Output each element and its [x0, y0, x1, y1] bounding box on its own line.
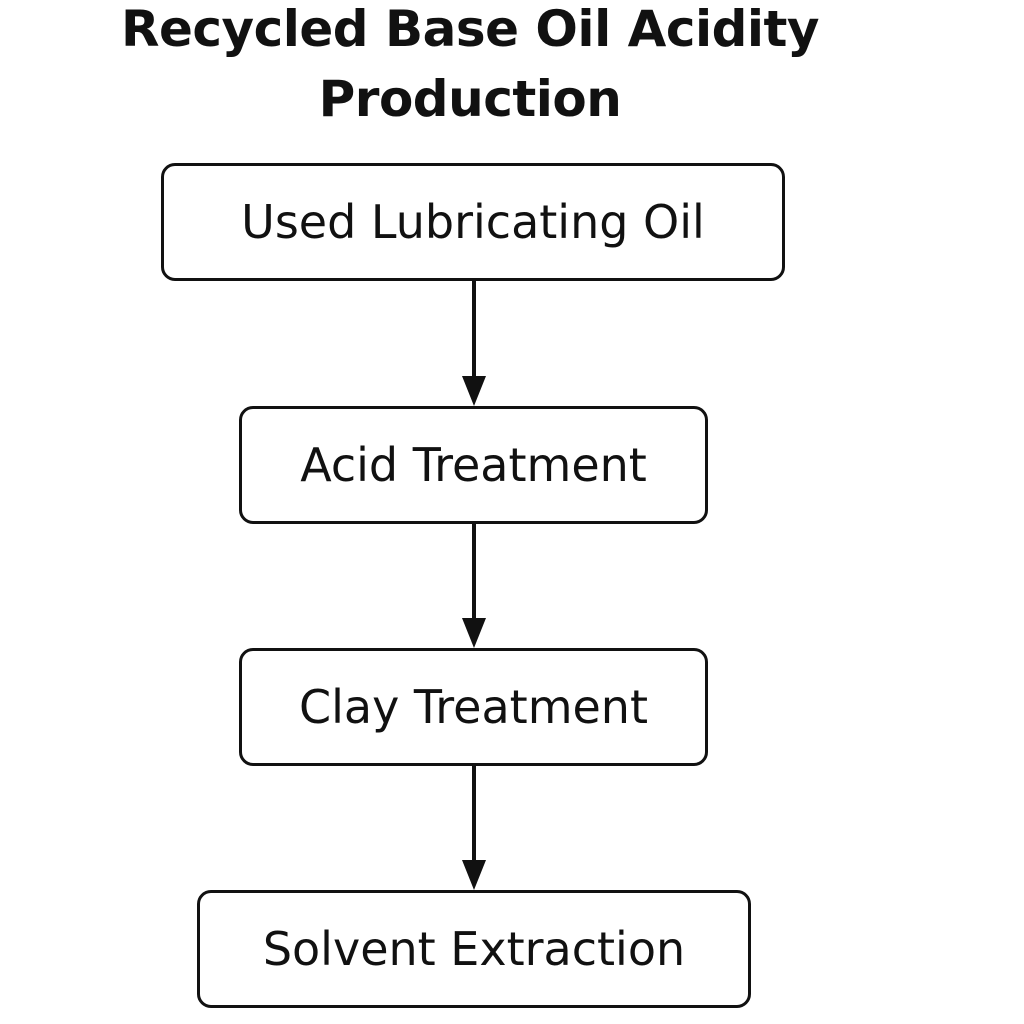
step-clay-treatment: Clay Treatment	[239, 648, 708, 766]
step-label: Acid Treatment	[300, 438, 647, 492]
arrow-clay-to-solvent	[462, 766, 486, 890]
step-used-lubricating-oil: Used Lubricating Oil	[161, 163, 785, 281]
arrow-acid-to-clay	[462, 524, 486, 648]
step-label: Solvent Extraction	[262, 922, 686, 976]
arrow-used-oil-to-acid	[462, 281, 486, 406]
step-acid-treatment: Acid Treatment	[239, 406, 708, 524]
diagram-title-line-2: Production	[318, 70, 622, 128]
diagram-title-line-1: Recycled Base Oil Acidity	[120, 0, 820, 58]
step-label: Clay Treatment	[299, 680, 648, 734]
step-label: Used Lubricating Oil	[241, 195, 705, 249]
step-solvent-extraction: Solvent Extraction	[197, 890, 751, 1008]
